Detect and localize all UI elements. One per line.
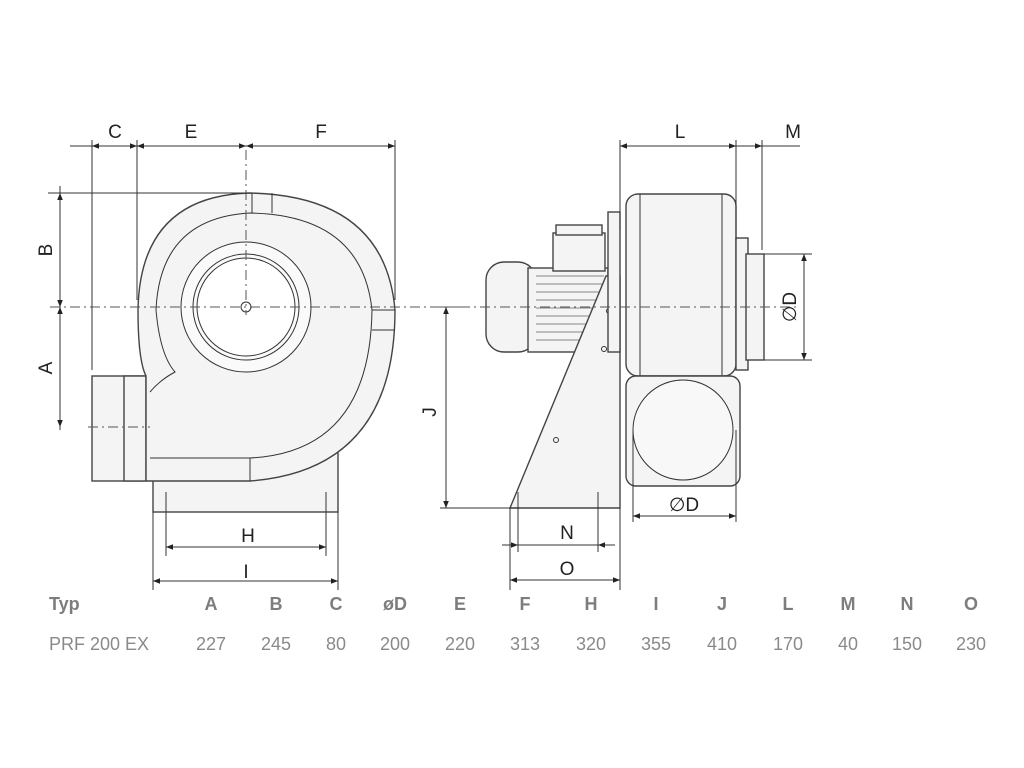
side-diameter-dimension: ∅D — [764, 253, 812, 361]
table-header: øD — [383, 594, 407, 614]
dim-label-I: I — [243, 562, 248, 583]
table-header: B — [269, 594, 283, 614]
table-cell: 150 — [891, 634, 923, 654]
table-header: A — [204, 594, 218, 614]
dim-label-A: A — [36, 361, 57, 374]
table-cell: 355 — [640, 634, 672, 654]
table-cell: 230 — [955, 634, 987, 654]
front-view — [50, 150, 460, 513]
table-header: I — [653, 594, 659, 614]
table-cell: 410 — [706, 634, 738, 654]
table-header: C — [329, 594, 343, 614]
table-cell: 200 — [379, 634, 411, 654]
table-cell: 245 — [260, 634, 292, 654]
table-cell: 40 — [837, 634, 859, 654]
dim-label-O: O — [560, 559, 575, 580]
dim-label-E: E — [185, 122, 198, 143]
dim-label-D-bottom: ∅D — [669, 495, 699, 516]
table-header: F — [519, 594, 531, 614]
dim-label-B: B — [36, 244, 57, 257]
side-top-dimensions: L M — [619, 122, 801, 250]
terminal-box — [552, 232, 606, 272]
dim-label-L: L — [675, 122, 686, 143]
dim-label-H: H — [241, 526, 255, 547]
table-header-row: Typ A B C øD E F H I J L M N O — [0, 594, 1024, 624]
table-header: N — [900, 594, 914, 614]
fan-dimension-drawing: C E F B A H I — [36, 122, 812, 590]
table-cell: 313 — [509, 634, 541, 654]
table-header: L — [782, 594, 794, 614]
table-cell: 227 — [195, 634, 227, 654]
table-header: E — [453, 594, 467, 614]
table-header: J — [716, 594, 728, 614]
dim-label-J: J — [420, 407, 441, 417]
table-header: M — [840, 594, 856, 614]
dim-label-F: F — [315, 122, 327, 143]
table-header: Typ — [49, 594, 80, 614]
table-cell: PRF 200 EX — [49, 634, 150, 654]
dim-label-N: N — [560, 523, 574, 544]
table-cell: 320 — [575, 634, 607, 654]
top-dimensions: C E F — [70, 122, 396, 370]
bottom-dimensions-front: H I — [152, 492, 339, 590]
table-cell: 170 — [772, 634, 804, 654]
height-dimension: J — [420, 307, 520, 509]
dim-label-M: M — [785, 122, 801, 143]
table-row: PRF 200 EX 227 245 80 200 220 313 320 35… — [0, 634, 1024, 664]
dim-label-C: C — [108, 122, 122, 143]
table-header: H — [584, 594, 598, 614]
outlet-circle — [632, 379, 734, 481]
table-header: O — [963, 594, 979, 614]
bracket-dimensions: N O — [502, 492, 621, 590]
bottom-diameter-dimension: ∅D — [632, 430, 737, 522]
table-cell: 80 — [325, 634, 347, 654]
dim-label-D-side: ∅D — [780, 292, 801, 322]
table-cell: 220 — [444, 634, 476, 654]
side-view — [440, 193, 800, 509]
left-dimensions: B A — [36, 186, 250, 430]
side-housing — [625, 193, 737, 377]
